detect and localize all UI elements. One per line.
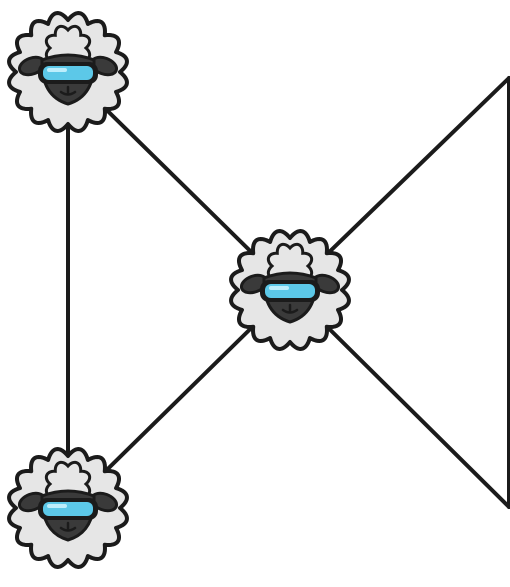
goggles-glare — [47, 504, 67, 508]
sheep-with-goggles-icon — [7, 447, 129, 569]
mouth — [59, 526, 77, 532]
sheep-with-goggles-icon — [229, 229, 351, 351]
goggles-glare — [47, 68, 67, 72]
mouth — [59, 90, 77, 96]
sheep-with-goggles-icon — [7, 11, 129, 133]
goggles-glare — [269, 286, 289, 290]
mouth — [281, 308, 299, 314]
nodes-layer — [7, 11, 351, 569]
